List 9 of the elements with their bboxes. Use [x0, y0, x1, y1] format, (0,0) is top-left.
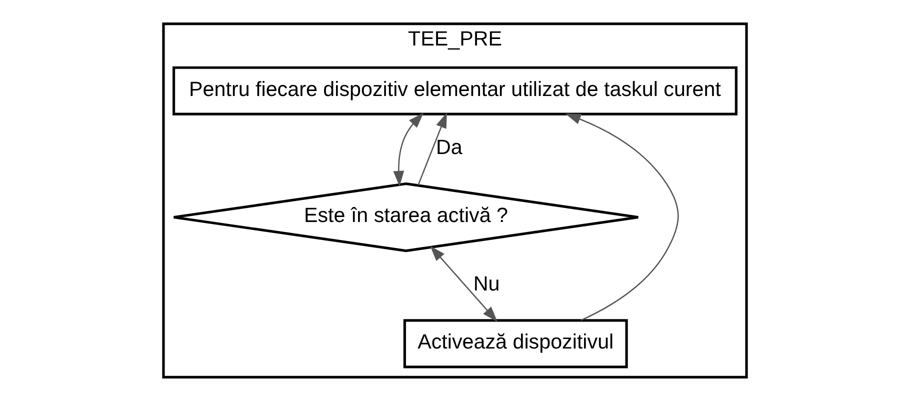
node-box: Activează dispozitivul	[403, 319, 628, 368]
edge-label: Da	[436, 136, 462, 159]
node-diamond: Este în starea activă ?	[172, 182, 640, 252]
edge-label: Nu	[473, 272, 500, 296]
arrow	[393, 112, 424, 186]
arrow	[430, 246, 498, 322]
arrow	[418, 112, 447, 186]
node-box: Pentru fiecare dispozitiv elementar utilizat de taskul curent	[172, 66, 738, 116]
arrow	[565, 114, 679, 321]
